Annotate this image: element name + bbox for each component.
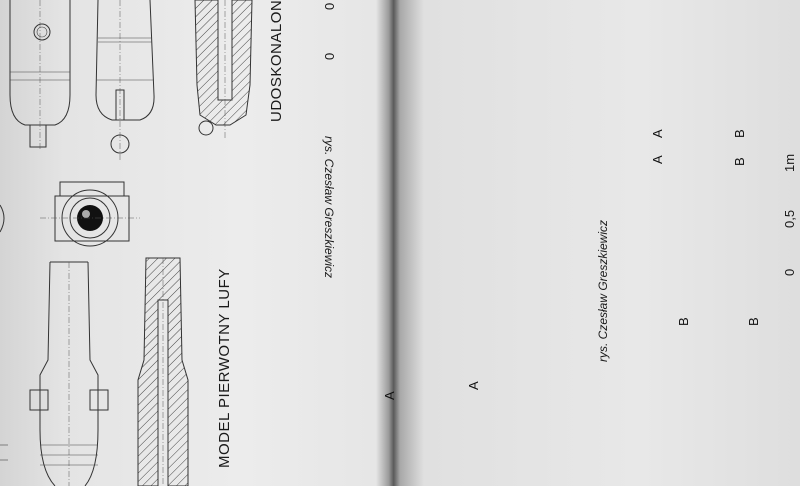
scale-right-tick-1m: 1m <box>782 153 797 172</box>
scale-left-tick-1: 0 <box>322 2 337 10</box>
label-b-upper-2: B <box>732 157 747 166</box>
scale-right-tick-0: 0 <box>782 268 797 276</box>
label-a-right: A <box>466 381 481 390</box>
barrel-4-top-view <box>0 261 109 486</box>
label-a-upper-1: A <box>650 129 665 138</box>
barrel-2-side-view <box>95 0 155 160</box>
label-a-upper-2: A <box>650 155 665 164</box>
label-a-left: A <box>382 391 397 400</box>
label-b-upper-1: B <box>732 129 747 138</box>
label-b-lower-2: B <box>746 317 761 326</box>
barrel-1-top-view <box>9 0 71 150</box>
scale-left-tick-2: 0 <box>322 52 337 60</box>
barrel-3-section <box>194 0 253 140</box>
barrel-5-section <box>137 257 189 486</box>
trunnion-front-view <box>0 181 140 247</box>
scale-right-tick-half: 0,5 <box>782 209 797 228</box>
label-b-lower-1: B <box>676 317 691 326</box>
